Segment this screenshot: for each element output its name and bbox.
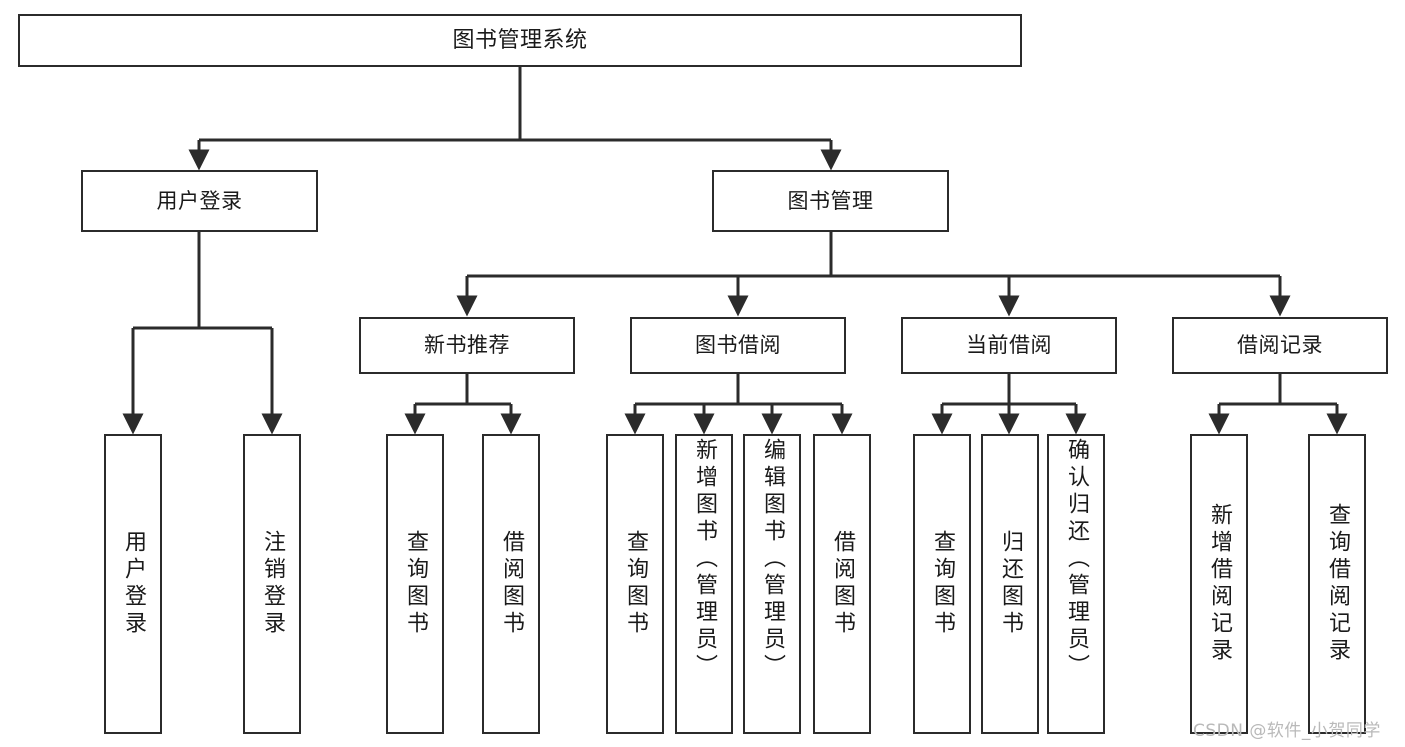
leaf-borrow-book-recommend[interactable]: 借阅图书	[482, 434, 540, 734]
node-root-system[interactable]: 图书管理系统	[18, 14, 1022, 67]
node-label: 确认归还（管理员）	[1064, 438, 1089, 681]
node-label: 查询图书	[930, 530, 955, 638]
node-new-book-recommend[interactable]: 新书推荐	[359, 317, 575, 374]
node-label: 图书管理系统	[452, 27, 588, 53]
node-label: 编辑图书（管理员）	[760, 438, 785, 681]
node-label: 注销登录	[260, 530, 285, 638]
leaf-query-book-recommend[interactable]: 查询图书	[386, 434, 444, 734]
leaf-borrow-book[interactable]: 借阅图书	[813, 434, 871, 734]
node-label: 当前借阅	[966, 333, 1052, 358]
leaf-user-login[interactable]: 用户登录	[104, 434, 162, 734]
leaf-confirm-return-admin[interactable]: 确认归还（管理员）	[1047, 434, 1105, 734]
node-label: 新书推荐	[424, 333, 510, 358]
leaf-query-book-current[interactable]: 查询图书	[913, 434, 971, 734]
node-label: 查询图书	[403, 530, 428, 638]
node-label: 查询图书	[623, 530, 648, 638]
node-label: 新增图书（管理员）	[692, 438, 717, 681]
leaf-add-book-admin[interactable]: 新增图书（管理员）	[675, 434, 733, 734]
leaf-query-borrow-record[interactable]: 查询借阅记录	[1308, 434, 1366, 734]
leaf-return-book[interactable]: 归还图书	[981, 434, 1039, 734]
node-book-management[interactable]: 图书管理	[712, 170, 949, 232]
node-label: 查询借阅记录	[1325, 503, 1350, 665]
node-label: 归还图书	[998, 530, 1023, 638]
node-borrow-records[interactable]: 借阅记录	[1172, 317, 1388, 374]
node-label: 新增借阅记录	[1207, 503, 1232, 665]
node-current-borrow[interactable]: 当前借阅	[901, 317, 1117, 374]
node-label: 借阅图书	[499, 530, 524, 638]
node-label: 图书借阅	[695, 333, 781, 358]
node-label: 借阅图书	[830, 530, 855, 638]
leaf-edit-book-admin[interactable]: 编辑图书（管理员）	[743, 434, 801, 734]
leaf-add-borrow-record[interactable]: 新增借阅记录	[1190, 434, 1248, 734]
leaf-logout[interactable]: 注销登录	[243, 434, 301, 734]
node-label: 用户登录	[156, 188, 243, 213]
node-book-borrow[interactable]: 图书借阅	[630, 317, 846, 374]
csdn-watermark: CSDN @软件_小贺同学	[1193, 721, 1381, 741]
node-label: 借阅记录	[1237, 333, 1323, 358]
leaf-query-book-borrow[interactable]: 查询图书	[606, 434, 664, 734]
node-label: 用户登录	[121, 530, 146, 638]
node-label: 图书管理	[787, 188, 874, 213]
node-user-login[interactable]: 用户登录	[81, 170, 318, 232]
